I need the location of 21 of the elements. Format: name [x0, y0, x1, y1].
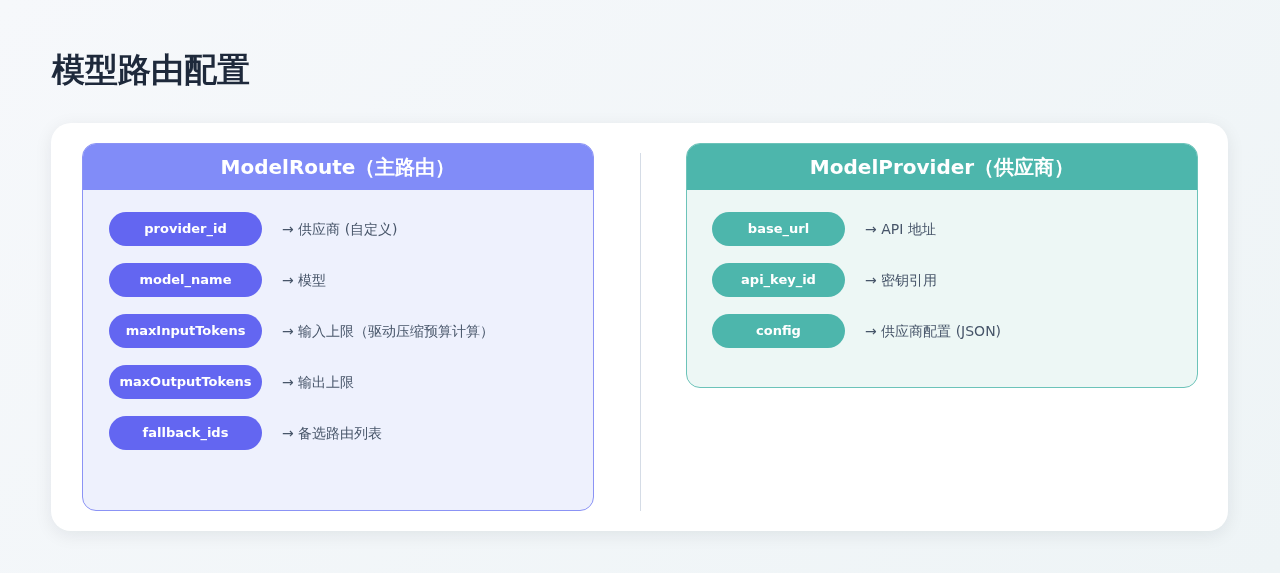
field-description: → 密钥引用	[865, 271, 938, 290]
field-name-tag: maxInputTokens	[109, 314, 262, 348]
field-name-tag: maxOutputTokens	[109, 365, 262, 399]
field-name-tag: api_key_id	[712, 263, 845, 297]
page-title: 模型路由配置	[52, 50, 250, 90]
field-description: → 模型	[282, 271, 327, 290]
card-header: ModelProvider（供应商）	[687, 144, 1197, 190]
field-description: → API 地址	[865, 220, 936, 239]
field-description: → 备选路由列表	[282, 424, 383, 443]
field-name-tag: base_url	[712, 212, 845, 246]
field-name-tag: config	[712, 314, 845, 348]
field-description: → 供应商 (自定义)	[282, 220, 398, 239]
field-description: → 输出上限	[282, 373, 355, 392]
field-name-tag: fallback_ids	[109, 416, 262, 450]
entity-card	[82, 143, 594, 511]
field-description: → 输入上限（驱动压缩预算计算）	[282, 322, 495, 341]
field-description: → 供应商配置 (JSON)	[865, 322, 1002, 341]
card-header: ModelRoute（主路由）	[83, 144, 593, 190]
entity-card	[686, 143, 1198, 388]
field-name-tag: provider_id	[109, 212, 262, 246]
field-name-tag: model_name	[109, 263, 262, 297]
